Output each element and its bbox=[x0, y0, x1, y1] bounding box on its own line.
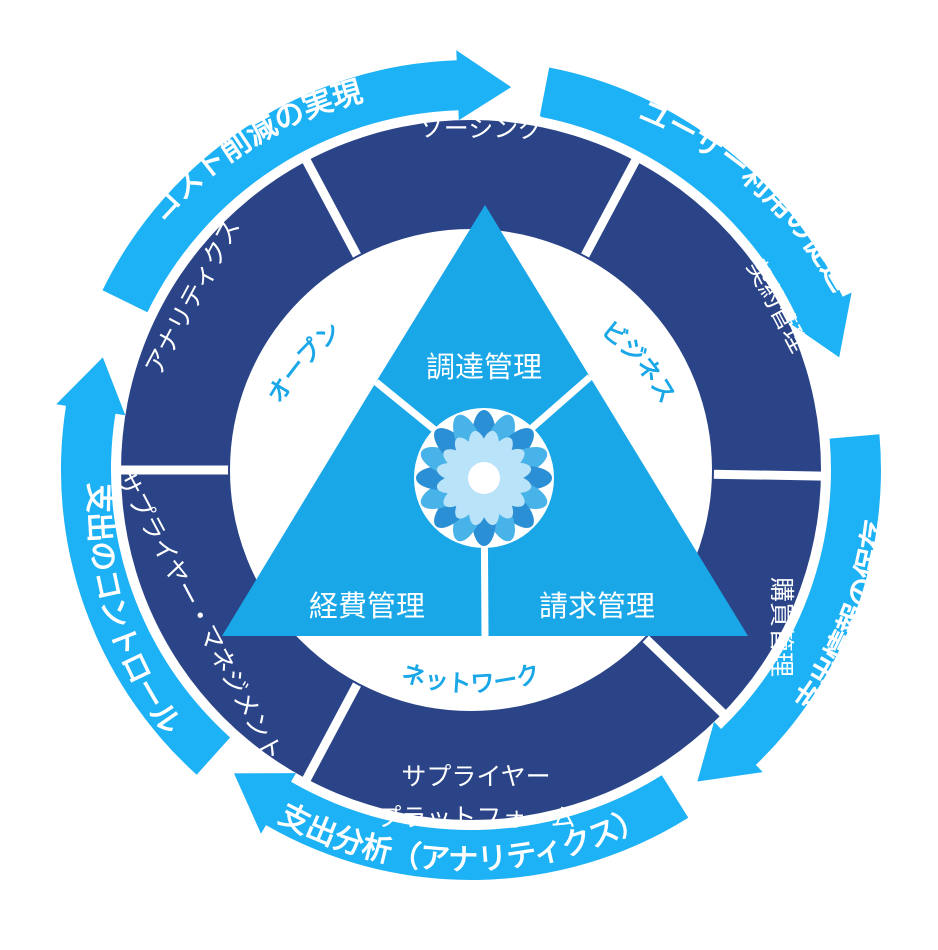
flower-petal-inner bbox=[468, 430, 489, 471]
segment-label-sourcing: ソーシング bbox=[419, 114, 544, 143]
outer-arc-user-adoption bbox=[539, 67, 852, 358]
outer-arc-spend-analytics bbox=[234, 773, 689, 881]
segment-label-supplier-line2: プラットフォーム bbox=[376, 803, 575, 832]
flower-petal-inner bbox=[489, 480, 525, 507]
triangle-part-invoice bbox=[484, 377, 748, 636]
triangle-part-expense bbox=[222, 382, 485, 636]
outer-arc-spend-control bbox=[56, 357, 231, 775]
flower-petal-inner bbox=[443, 449, 479, 476]
triangle-part-procurement bbox=[376, 205, 590, 470]
triangle-label-procurement: 調達管理 bbox=[426, 350, 542, 384]
segment-label-supplier-line1: サプライヤー bbox=[401, 762, 550, 791]
flower-petal-inner bbox=[455, 483, 482, 519]
segment-label-procurement-management: 購買管理 bbox=[767, 577, 796, 677]
triangle-label-expense: 経費管理 bbox=[309, 589, 425, 623]
flower-icon bbox=[414, 408, 554, 548]
outer-arc-cost-reduction bbox=[102, 50, 512, 313]
outer-arc-band bbox=[56, 50, 881, 881]
flower-center bbox=[468, 462, 500, 494]
outer-arc-spend-retention bbox=[697, 434, 881, 782]
triangle-label-invoice: 請求管理 bbox=[539, 589, 655, 623]
flower-petal-inner bbox=[486, 437, 513, 473]
